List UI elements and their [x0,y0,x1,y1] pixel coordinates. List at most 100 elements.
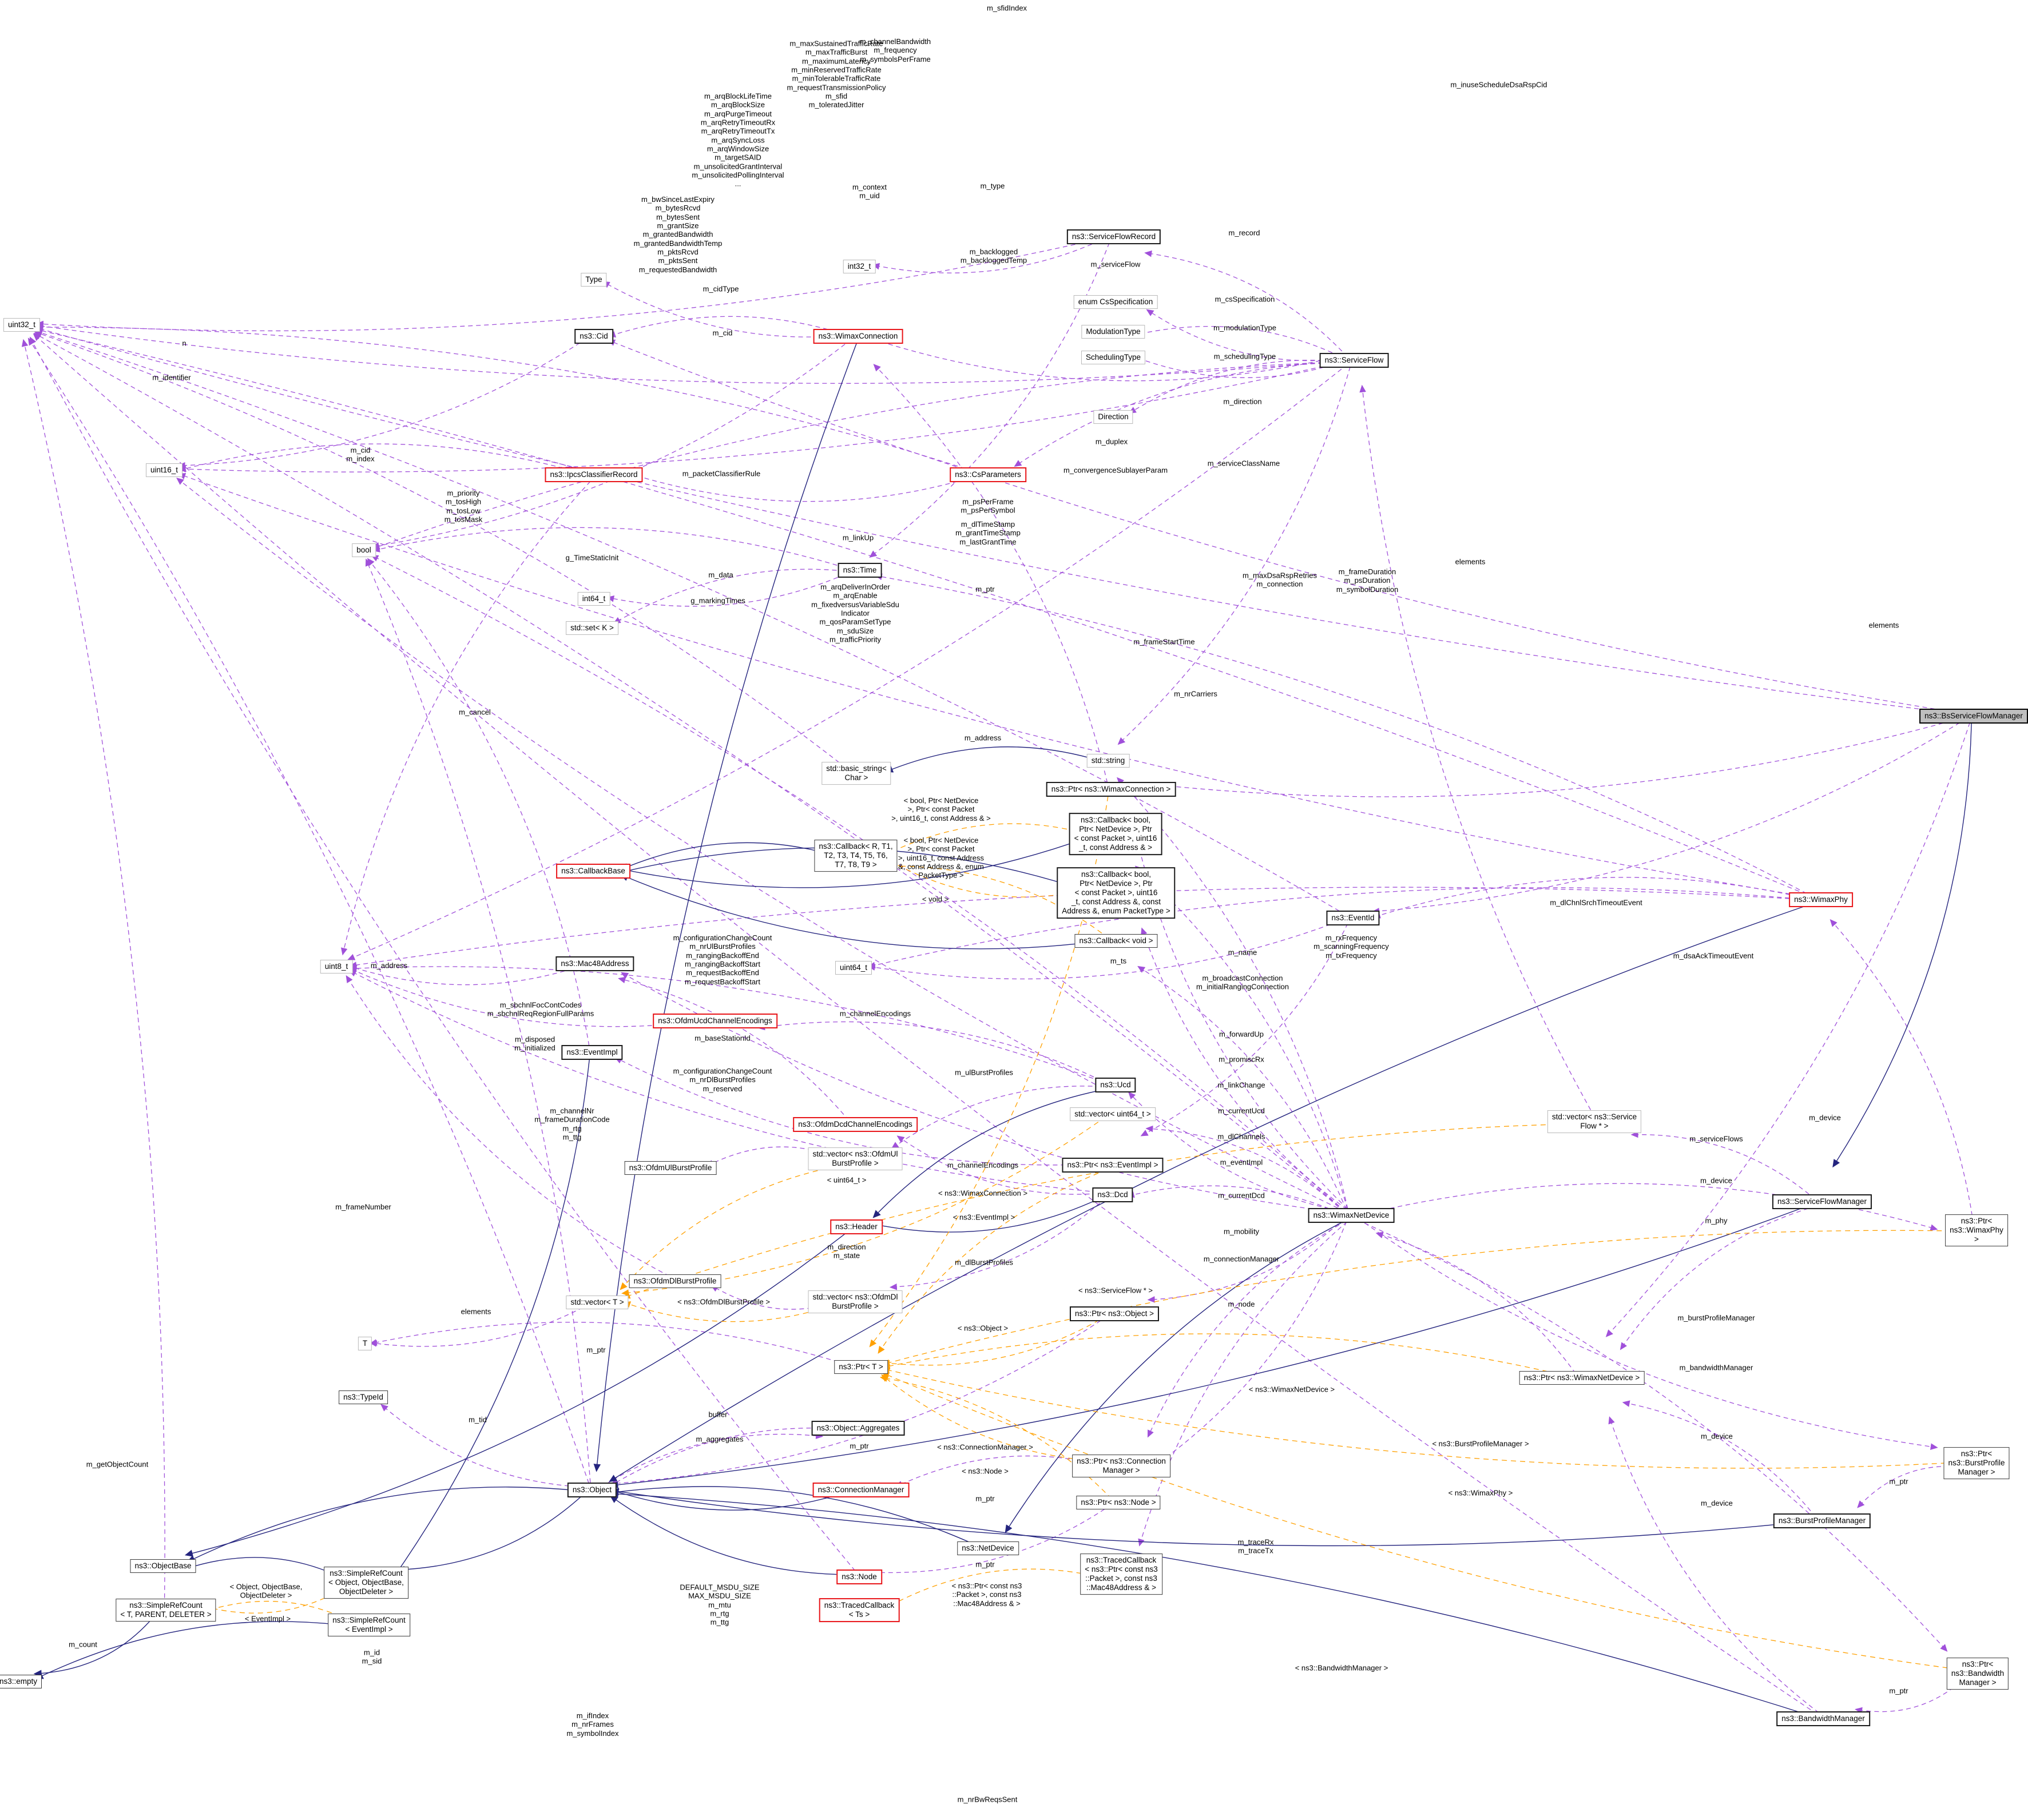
node-ipcs[interactable]: ns3::IpcsClassifierRecord [545,467,643,482]
edge-callback-bool-5-to-callback-base [620,835,1094,888]
node-uint8-t[interactable]: uint8_t [320,960,353,973]
edge-wimax-connection-to-bool [371,339,852,549]
node-string[interactable]: std::string [1086,754,1130,768]
edge-wimax-net-device-to-uint32-t [33,332,1346,1212]
node-event-id[interactable]: ns3::EventId [1326,911,1380,925]
edge-callback-r-to-callback-base [620,842,839,870]
node-ptr-wimax-net-device[interactable]: ns3::Ptr< ns3::WimaxNetDevice > [1519,1371,1645,1385]
node-ucd[interactable]: ns3::Ucd [1095,1078,1136,1092]
edge-wimax-net-device-to-ptr-object [1147,1218,1345,1303]
node-service-flow-manager[interactable]: ns3::ServiceFlowManager [1772,1194,1872,1209]
edge-object-to-bool [365,558,591,1483]
node-uint16-t[interactable]: uint16_t [145,463,183,477]
edge-event-impl-to-bool [367,558,590,1046]
node-bool[interactable]: bool [352,543,376,557]
node-header[interactable]: ns3::Header [830,1219,883,1234]
edge-wimax-net-device-to-callback-void [1137,965,1347,1210]
node-vector-ofdm-dl[interactable]: std::vector< ns3::OfdmDl BurstProfile > [808,1290,903,1313]
node-callback-r[interactable]: ns3::Callback< R, T1, T2, T3, T4, T5, T6… [814,840,898,872]
node-event-impl[interactable]: ns3::EventImpl [561,1045,623,1060]
node-callback-bool-7[interactable]: ns3::Callback< bool, Ptr< NetDevice >, P… [1057,867,1176,919]
node-ofdm-dl-bp[interactable]: ns3::OfdmDlBurstProfile [629,1274,721,1288]
edge-service-flow-to-scheduling-type [1136,356,1347,378]
node-connection-manager[interactable]: ns3::ConnectionManager [812,1483,910,1497]
node-ptr-bwm[interactable]: ns3::Ptr< ns3::Bandwidth Manager > [1946,1658,2009,1690]
edge-ptr-bpm-to-ptr-t [882,1367,1964,1469]
node-bs-sfm[interactable]: ns3::BsServiceFlowManager [1919,709,2028,724]
node-ptr-node[interactable]: ns3::Ptr< ns3::Node > [1076,1496,1161,1509]
node-object-base[interactable]: ns3::ObjectBase [130,1559,196,1573]
node-bandwidth-manager[interactable]: ns3::BandwidthManager [1776,1711,1870,1726]
node-aggregates[interactable]: ns3::Object::Aggregates [811,1421,905,1436]
edge-wimax-net-device-to-traced-callback-pkt [1138,1221,1348,1547]
edge-cid-to-uint16-t [177,338,588,469]
edge-wimax-net-device-to-callback-bool-5 [1134,865,1348,1210]
edge-src-eventimpl-to-empty [35,1621,357,1679]
node-wimax-net-device[interactable]: ns3::WimaxNetDevice [1308,1208,1395,1223]
node-callback-base[interactable]: ns3::CallbackBase [556,864,630,879]
node-wimax-connection[interactable]: ns3::WimaxConnection [813,329,903,344]
node-int64-t[interactable]: int64_t [577,592,610,606]
node-wimax-phy[interactable]: ns3::WimaxPhy [1789,892,1853,907]
edge-wimax-phy-to-uint64-t [867,887,1814,969]
edge-bs-sfm-to-service-flow-manager [1832,723,1972,1168]
edge-node-to-uint32-t [29,336,856,1571]
node-time[interactable]: ns3::Time [838,563,882,578]
node-node[interactable]: ns3::Node [836,1569,882,1584]
node-ptr-wimax-connection[interactable]: ns3::Ptr< ns3::WimaxConnection > [1046,782,1176,797]
node-ofdm-dcd[interactable]: ns3::OfdmDcdChannelEncodings [793,1117,918,1132]
node-object[interactable]: ns3::Object [567,1483,617,1497]
node-ptr-event-impl[interactable]: ns3::Ptr< ns3::EventImpl > [1062,1158,1164,1173]
edge-wimax-net-device-to-ptr-node [1138,1221,1347,1477]
node-enum-cs[interactable]: enum CsSpecification [1073,295,1158,309]
node-uint64-t[interactable]: uint64_t [835,961,872,975]
node-ptr-t[interactable]: ns3::Ptr< T > [834,1360,888,1374]
node-callback-void[interactable]: ns3::Callback< void > [1074,934,1158,948]
node-cid[interactable]: ns3::Cid [574,329,613,344]
node-ofdm-ucd[interactable]: ns3::OfdmUcdChannelEncodings [653,1014,777,1028]
node-src-object[interactable]: ns3::SimpleRefCount < Object, ObjectBase… [324,1567,408,1599]
node-traced-callback-ts[interactable]: ns3::TracedCallback < Ts > [819,1598,900,1622]
node-vector-t[interactable]: std::vector< T > [566,1296,629,1309]
node-uint32-t[interactable]: uint32_t [3,318,41,332]
node-ofdm-ul-bp[interactable]: ns3::OfdmUlBurstProfile [624,1161,717,1175]
node-ptr-bpm[interactable]: ns3::Ptr< ns3::BurstProfile Manager > [1943,1447,2010,1479]
node-ptr-wimax-phy[interactable]: ns3::Ptr< ns3::WimaxPhy > [1945,1214,2008,1246]
node-scheduling-type[interactable]: SchedulingType [1081,351,1146,364]
edge-ptr-bwm-to-ptr-t [882,1372,1966,1671]
edge-service-flow-to-service-flow-record [1144,250,1348,357]
node-src-eventimpl[interactable]: ns3::SimpleRefCount < EventImpl > [328,1614,410,1636]
node-service-flow[interactable]: ns3::ServiceFlow [1319,353,1389,368]
edge-ofdm-dcd-to-mac48 [618,976,850,1121]
node-vector-ofdm-ul[interactable]: std::vector< ns3::OfdmUl BurstProfile > [808,1147,903,1170]
node-int32-t[interactable]: int32_t [843,260,876,273]
node-ptr-object[interactable]: ns3::Ptr< ns3::Object > [1069,1306,1160,1321]
edge-service-flow-manager-to-object [610,1203,1815,1489]
edge-ptr-wimax-net-device-to-wimax-net-device [1375,1231,1576,1374]
node-netdevice[interactable]: ns3::NetDevice [957,1541,1019,1555]
node-type-id[interactable]: ns3::TypeId [339,1390,388,1404]
edge-ptr-bwm-to-bandwidth-manager [1855,1676,1966,1714]
node-type-enum[interactable]: Type [581,273,607,287]
node-cs-parameters[interactable]: ns3::CsParameters [950,467,1026,482]
node-empty[interactable]: ns3::empty [0,1675,42,1688]
node-basic-string[interactable]: std::basic_string< Char > [821,762,891,785]
node-direction[interactable]: Direction [1093,410,1133,424]
node-t-node[interactable]: T [358,1337,372,1350]
node-std-set-k[interactable]: std::set< K > [566,621,618,635]
node-modulation-type[interactable]: ModulationType [1081,325,1145,339]
node-mac48[interactable]: ns3::Mac48Address [555,956,634,971]
node-vector-uint64[interactable]: std::vector< uint64_t > [1070,1107,1156,1121]
node-burst-profile-manager[interactable]: ns3::BurstProfileManager [1773,1513,1871,1528]
node-dcd[interactable]: ns3::Dcd [1092,1187,1133,1202]
node-traced-callback-pkt[interactable]: ns3::TracedCallback < ns3::Ptr< const ns… [1080,1553,1162,1595]
edge-service-flow-to-bool [372,361,1347,550]
node-src-t[interactable]: ns3::SimpleRefCount < T, PARENT, DELETER… [116,1599,216,1622]
node-service-flow-record[interactable]: ns3::ServiceFlowRecord [1066,229,1161,244]
edge-header-to-object-base [184,1230,850,1557]
node-ptr-connection-manager[interactable]: ns3::Ptr< ns3::Connection Manager > [1072,1455,1170,1477]
node-callback-bool-5[interactable]: ns3::Callback< bool, Ptr< NetDevice >, P… [1069,813,1162,855]
edge-ucd-to-ofdm-ucd [757,1021,1109,1084]
node-vector-service-flow[interactable]: std::vector< ns3::Service Flow * > [1547,1110,1642,1133]
